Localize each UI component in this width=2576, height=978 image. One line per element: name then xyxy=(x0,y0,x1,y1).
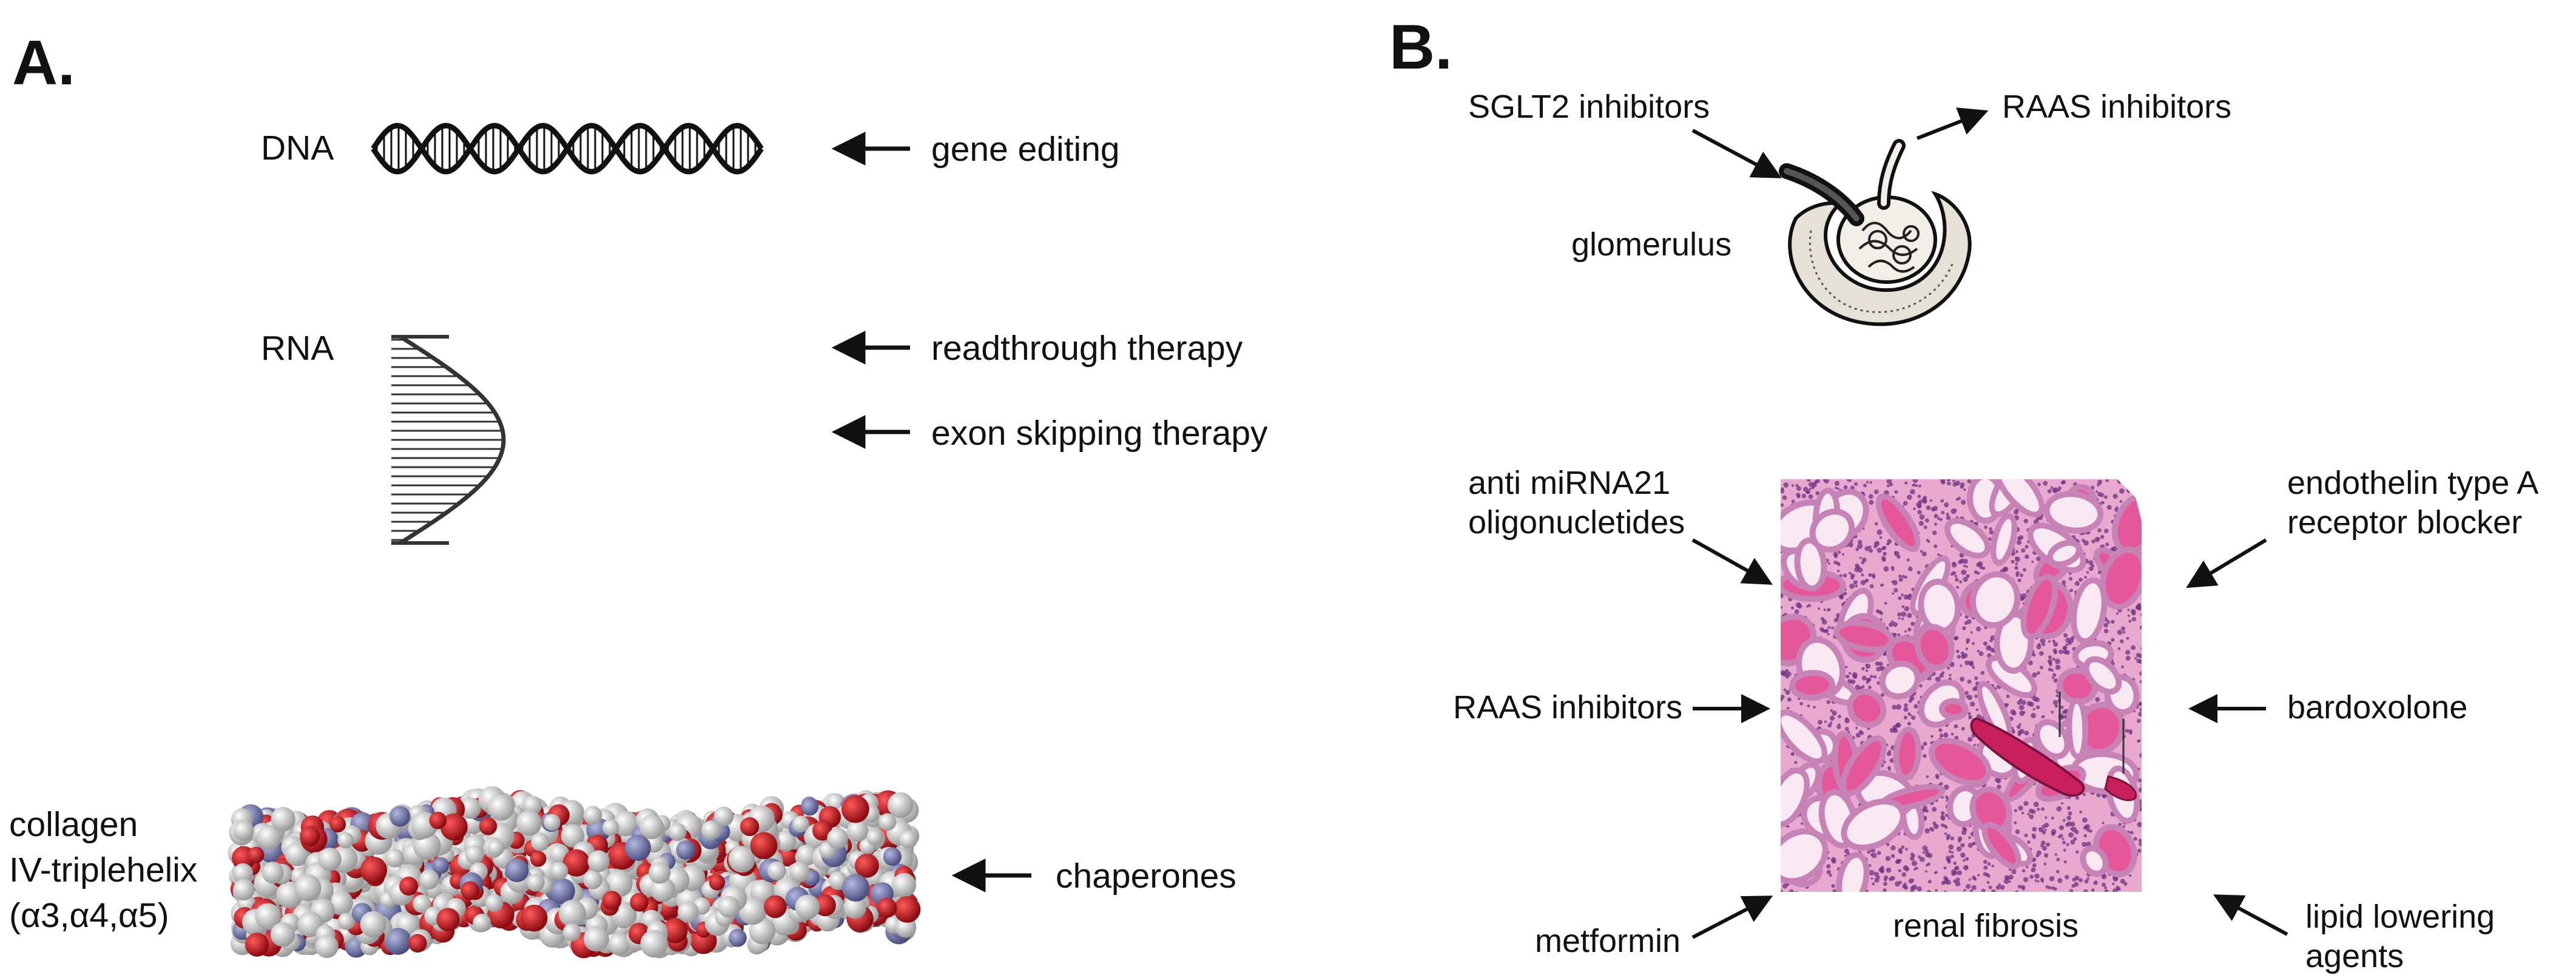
endothelin-label-line2: receptor blocker xyxy=(2287,504,2523,541)
collagen-triple-helix-model xyxy=(228,786,921,959)
panel-b-arrows xyxy=(1691,107,2288,939)
glomerulus-label: glomerulus xyxy=(1571,226,1732,263)
endothelin-label-line1: endothelin type A xyxy=(2287,465,2539,501)
readthrough-therapy-label: readthrough therapy xyxy=(931,329,1243,368)
raas-inhibitors-left-label: RAAS inhibitors xyxy=(1453,689,1683,726)
rna-label: RNA xyxy=(261,329,334,368)
anti-mirna21-label-line2: oligonucletides xyxy=(1468,504,1685,541)
raas-inhibitors-top-label: RAAS inhibitors xyxy=(2002,89,2232,125)
panel-a-arrows xyxy=(831,132,1031,892)
sglt2-inhibitors-label: SGLT2 inhibitors xyxy=(1468,89,1710,125)
gene-editing-label: gene editing xyxy=(931,130,1120,169)
arrow-raas-top xyxy=(1916,107,1989,140)
bardoxolone-label: bardoxolone xyxy=(2287,689,2468,726)
arrow-anti-mirna21 xyxy=(1691,538,1773,585)
panel-b-label: B. xyxy=(1389,12,1452,83)
collagen-label-line2: IV-triplehelix xyxy=(9,851,198,889)
chaperones-label: chaperones xyxy=(1056,857,1236,895)
dna-helix-icon xyxy=(371,123,764,175)
collagen-label-line3: (α3,α4,α5) xyxy=(9,896,169,935)
rna-strand-icon xyxy=(391,335,506,545)
collagen-label-line1: collagen xyxy=(9,805,138,844)
metformin-label: metformin xyxy=(1535,923,1681,959)
renal-fibrosis-label: renal fibrosis xyxy=(1893,908,2079,944)
arrow-endothelin xyxy=(2186,538,2267,588)
arrow-lipid-lowering xyxy=(2213,894,2288,936)
anti-mirna21-label-line1: anti miRNA21 xyxy=(1468,465,1671,501)
dna-label: DNA xyxy=(261,129,334,167)
lipid-lowering-label-line2: agents xyxy=(2305,938,2404,974)
exon-skipping-therapy-label: exon skipping therapy xyxy=(931,414,1268,453)
panel-a-label: A. xyxy=(12,28,75,98)
arrow-metformin xyxy=(1691,895,1773,939)
glomerulus-drawing xyxy=(1779,139,1972,326)
renal-fibrosis-histology-image xyxy=(1781,479,2142,892)
arrow-sglt2 xyxy=(1691,129,1782,178)
lipid-lowering-label-line1: lipid lowering xyxy=(2305,899,2495,935)
